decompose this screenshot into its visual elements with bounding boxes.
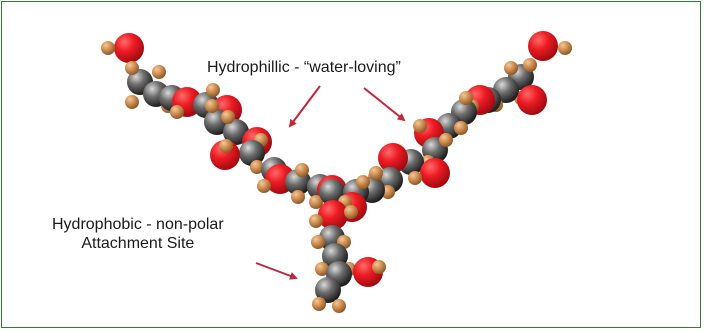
hydrogen-atom (219, 139, 233, 153)
oxygen-atom (528, 31, 558, 61)
hydrogen-atom (311, 235, 325, 249)
arrow-hydrophillic-left (288, 85, 321, 128)
hydrophobic-label-line1: Hydrophobic - non-polar (52, 216, 224, 233)
hydrogen-atom (101, 41, 115, 55)
hydrogen-atom (332, 299, 346, 313)
hydrogen-atom (558, 41, 572, 55)
hydrogen-atom (454, 121, 468, 135)
arrow-group (255, 85, 406, 280)
atom-group (101, 31, 572, 313)
hydrogen-atom (439, 133, 453, 147)
hydrogen-atom (125, 95, 139, 109)
oxygen-atom (517, 85, 547, 115)
hydrogen-atom (369, 166, 383, 180)
hydrogen-atom (125, 61, 139, 75)
hydrogen-atom (221, 110, 235, 124)
hydrogen-atom (291, 190, 305, 204)
hydrogen-atom (170, 105, 184, 119)
oxygen-atom (114, 33, 144, 63)
oxygen-atom (420, 158, 450, 188)
hydrogen-atom (504, 61, 518, 75)
hydrogen-atom (459, 91, 473, 105)
hydrophobic-label: Hydrophobic - non-polar Attachment Site (52, 215, 224, 253)
hydrogen-atom (413, 119, 427, 133)
hydrogen-atom (309, 214, 323, 228)
hydrogen-atom (205, 99, 219, 113)
hydrophillic-label: Hydrophillic - “water-loving” (207, 59, 401, 76)
hydrogen-atom (315, 262, 329, 276)
hydrophobic-label-line2: Attachment Site (81, 235, 195, 252)
hydrogen-atom (206, 83, 220, 97)
hydrogen-atom (309, 195, 323, 209)
hydrogen-atom (295, 163, 309, 177)
hydrogen-atom (523, 58, 537, 72)
hydrogen-atom (356, 175, 370, 189)
carbon-atom (239, 140, 265, 166)
arrow-attachment-site (255, 262, 298, 280)
oxygen-atom (318, 200, 348, 230)
carbon-atom (315, 277, 341, 303)
hydrogen-atom (257, 179, 271, 193)
carbon-atom (319, 179, 345, 205)
oxygen-atom (378, 143, 408, 173)
hydrogen-atom (312, 297, 326, 311)
hydrogen-atom (408, 171, 422, 185)
hydrogen-atom (250, 160, 264, 174)
hydrogen-atom (372, 260, 386, 274)
arrow-hydrophillic-right (363, 87, 406, 122)
hydrogen-atom (344, 205, 358, 219)
hydrogen-atom (152, 65, 166, 79)
